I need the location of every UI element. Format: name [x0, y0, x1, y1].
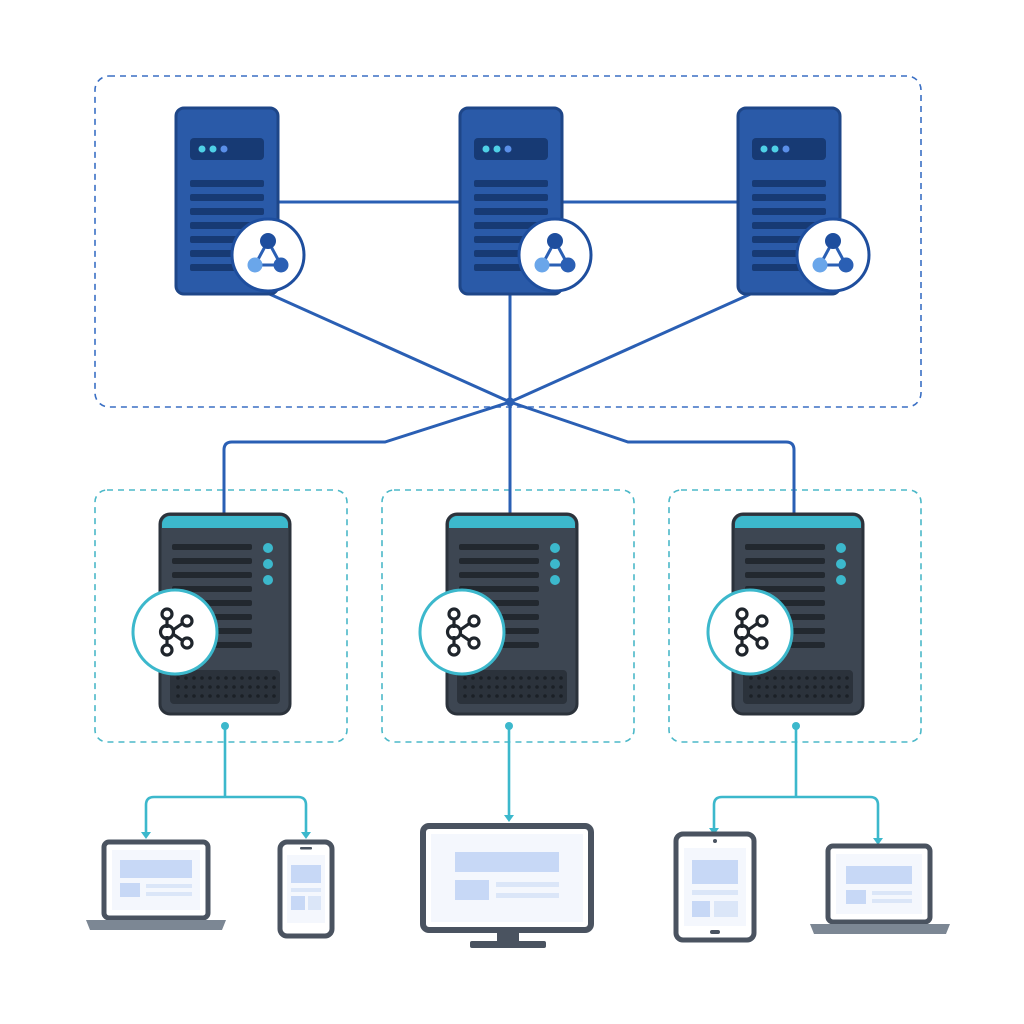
- desktop-monitor-icon: [420, 823, 594, 948]
- hub-node: [505, 397, 515, 407]
- kafka-icon: [131, 588, 219, 676]
- broker-group-1-boundary: [94, 489, 348, 743]
- cluster-graph-icon: [517, 217, 593, 293]
- smartphone-icon: [277, 839, 335, 939]
- top-cluster-boundary: [94, 75, 922, 408]
- tablet-icon: [673, 831, 757, 943]
- client-link-endpoints: [141, 722, 883, 845]
- kafka-icon: [418, 588, 506, 676]
- cluster-links: [264, 200, 756, 404]
- cluster-graph-icon: [795, 217, 871, 293]
- laptop-icon: [810, 843, 950, 934]
- client-links: [144, 726, 880, 838]
- laptop-icon: [86, 839, 226, 930]
- cluster-graph-icon: [230, 217, 306, 293]
- kafka-icon: [706, 588, 794, 676]
- hub-to-broker-links: [222, 400, 796, 514]
